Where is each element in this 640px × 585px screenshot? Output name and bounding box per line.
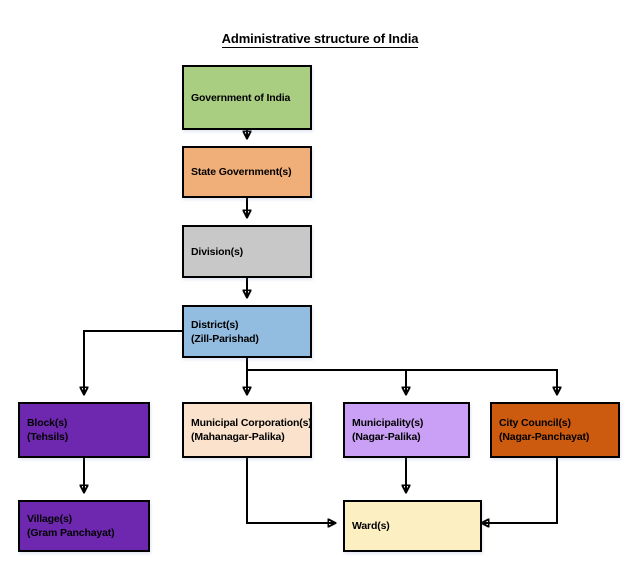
page-title: Administrative structure of India: [0, 31, 640, 48]
node-ward-line1: Ward(s): [352, 520, 390, 532]
node-city-council-line1: City Council(s): [499, 417, 571, 429]
node-municipality-line2: (Nagar-Palika): [352, 431, 421, 443]
node-state-government-line1: State Government(s): [191, 166, 292, 178]
edge-municipal-corporation-to-ward: [246, 458, 335, 523]
edge-district-bus: [246, 358, 558, 379]
node-village-line2: (Gram Panchayat): [27, 527, 115, 539]
node-state-government[interactable]: State Government(s): [182, 146, 312, 198]
node-city-council-line2: (Nagar-Panchayat): [499, 431, 590, 443]
node-government-of-india-line1: Government of India: [191, 91, 291, 104]
node-division-line1: Division(s): [191, 245, 244, 258]
node-government-of-india[interactable]: Government of India: [182, 65, 312, 130]
edge-city-council-to-ward: [482, 458, 558, 523]
node-municipal-corporation[interactable]: Municipal Corporation(s) (Mahanagar-Pali…: [182, 402, 312, 458]
edge-district-to-block: [84, 330, 182, 394]
node-municipal-corporation-line2: (Mahanagar-Palika): [191, 431, 285, 443]
node-district-line2: (Zill-Parishad): [191, 332, 259, 345]
node-division[interactable]: Division(s): [182, 225, 312, 278]
node-district[interactable]: District(s) (Zill-Parishad): [182, 305, 312, 358]
page-title-text: Administrative structure of India: [221, 31, 419, 48]
node-municipal-corporation-line1: Municipal Corporation(s): [191, 417, 312, 429]
node-village[interactable]: Village(s) (Gram Panchayat): [18, 500, 150, 552]
node-district-line1: District(s): [191, 318, 239, 331]
node-block[interactable]: Block(s) (Tehsils): [18, 402, 150, 458]
node-municipality-line1: Municipality(s): [352, 417, 424, 429]
node-city-council[interactable]: City Council(s) (Nagar-Panchayat): [490, 402, 620, 458]
node-municipality[interactable]: Municipality(s) (Nagar-Palika): [343, 402, 470, 458]
node-ward[interactable]: Ward(s): [343, 500, 482, 552]
node-block-line2: (Tehsils): [27, 431, 69, 443]
node-block-line1: Block(s): [27, 417, 68, 429]
node-village-line1: Village(s): [27, 513, 72, 525]
